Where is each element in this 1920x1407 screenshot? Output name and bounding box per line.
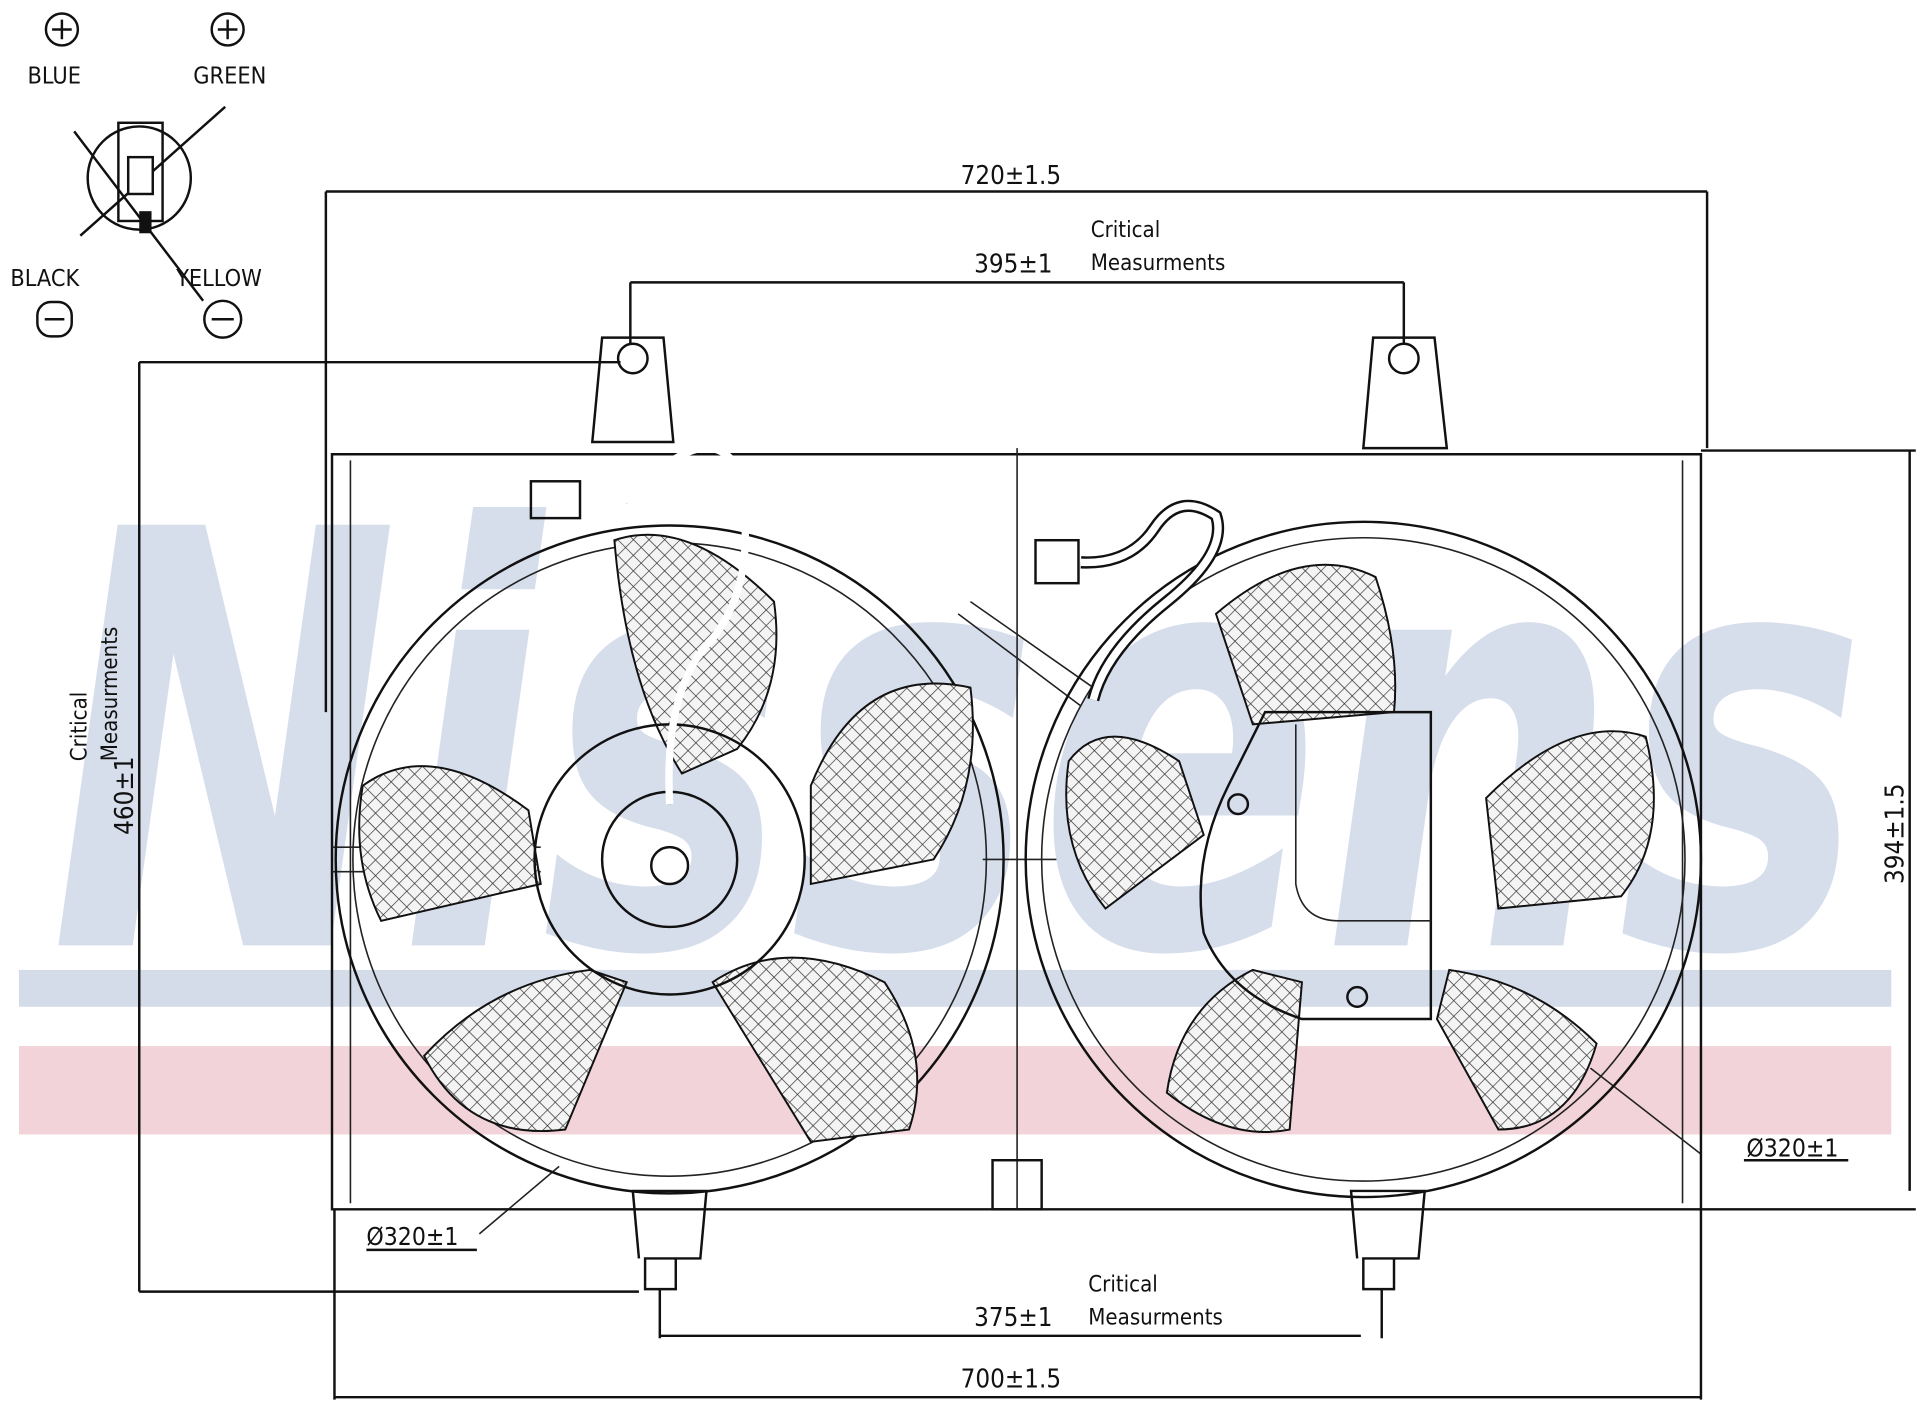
mount-hole [616, 342, 649, 375]
dim-fan-left-diameter: Ø320±1 [366, 1222, 458, 1251]
dimension-lines [138, 190, 1916, 1400]
dim-720: 720±1.5 [961, 161, 1062, 191]
connector-legend: BLUE GREEN BLACK YELLOW [10, 12, 266, 339]
fan-left [334, 336, 1005, 1291]
bottom-connector [991, 1158, 1043, 1211]
dimension-labels: 720±1.5 Critical 395±1 Measurments 460±1… [66, 161, 1910, 1394]
pin-label-blue: BLUE [28, 62, 82, 89]
critical-label-bottom: Critical [1088, 1272, 1157, 1298]
wire-connector [529, 480, 582, 520]
dim-394: 394±1.5 [1881, 783, 1911, 884]
pin-label-black: BLACK [10, 265, 80, 292]
measurements-label-top: Measurments [1091, 250, 1226, 276]
plus-icon [44, 12, 80, 47]
measurements-label-left: Measurments [97, 627, 123, 762]
fan-right [1024, 336, 1703, 1291]
critical-label-left: Critical [66, 692, 92, 761]
wire-connector [1034, 538, 1080, 585]
pin-label-green: GREEN [193, 62, 266, 89]
critical-label-top: Critical [1091, 217, 1160, 243]
pin-label-yellow: YELLOW [175, 265, 262, 292]
dim-700: 700±1.5 [961, 1364, 1062, 1394]
connector-icon [73, 105, 227, 302]
minus-icon [36, 300, 73, 338]
plus-icon [210, 12, 245, 47]
dim-460: 460±1 [110, 756, 140, 834]
minus-icon [203, 299, 243, 339]
dim-375: 375±1 [974, 1303, 1052, 1333]
dim-fan-right-diameter: Ø320±1 [1746, 1134, 1838, 1163]
measurements-label-bottom: Measurments [1088, 1305, 1223, 1331]
dim-395: 395±1 [974, 250, 1052, 280]
mount-hole [1387, 342, 1420, 375]
